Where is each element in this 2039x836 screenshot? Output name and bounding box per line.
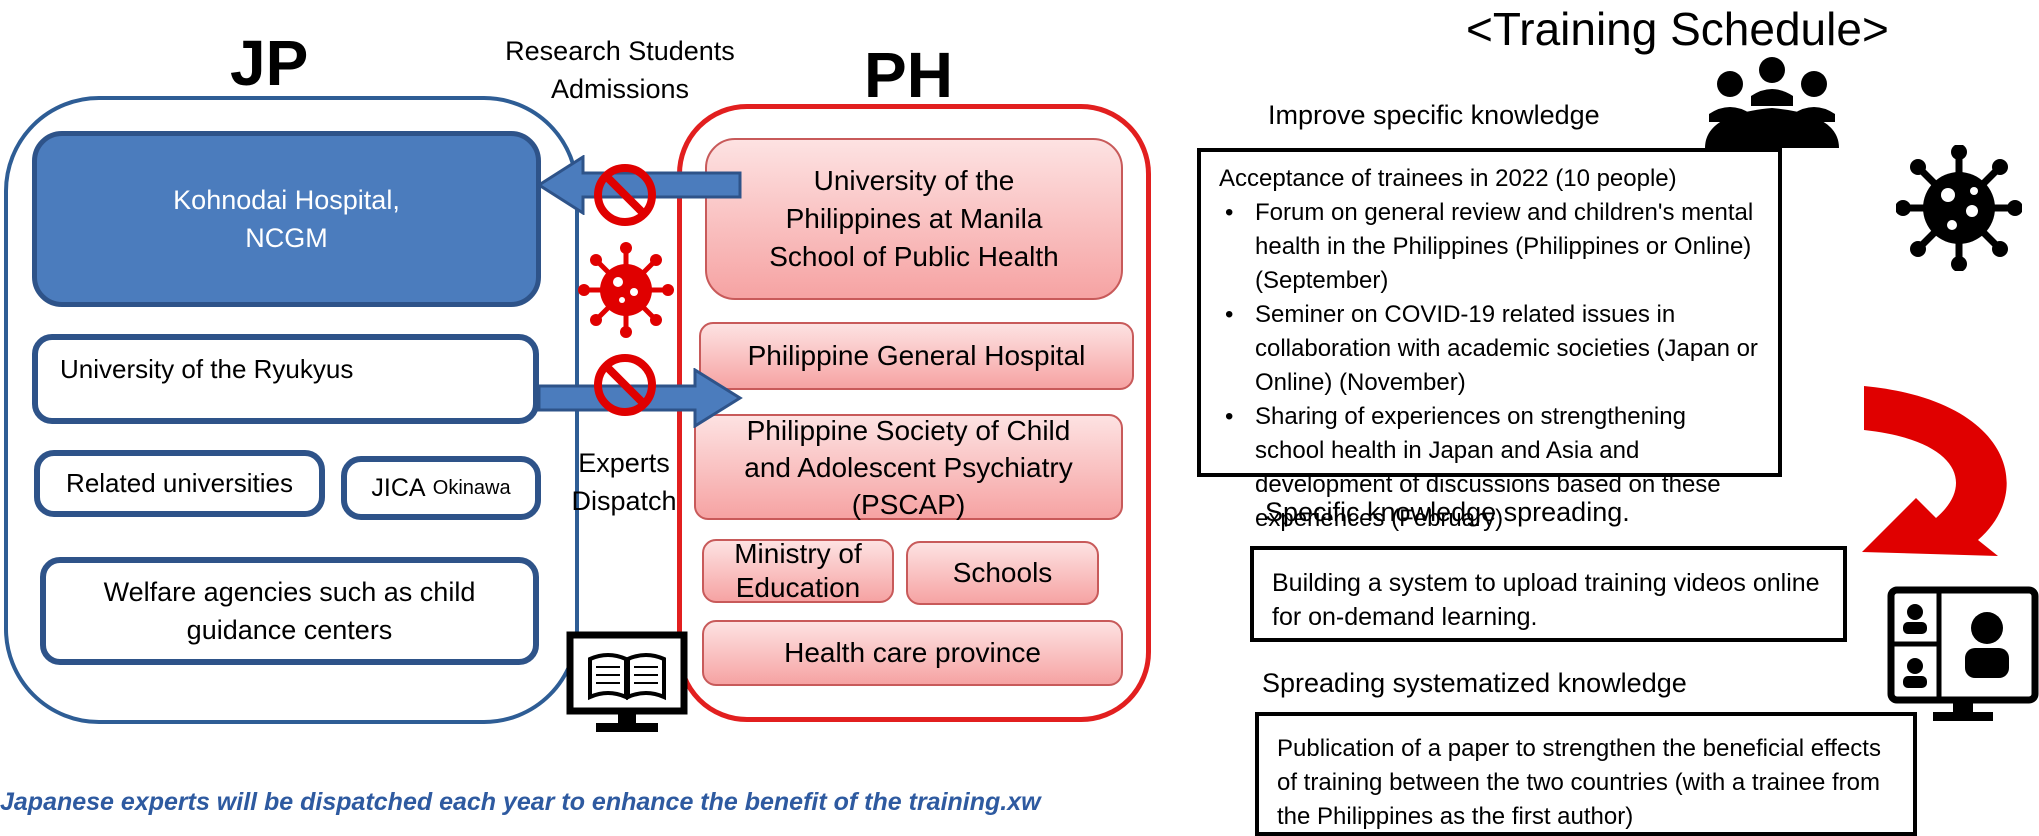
experts-dispatch-label: Experts Dispatch [571, 448, 677, 516]
virus-icon [578, 242, 674, 338]
trainees-box: Acceptance of trainees in 2022 (10 peopl… [1197, 148, 1782, 532]
trainees-list: Forum on general review and children's m… [1219, 196, 1758, 536]
admission-arrow [536, 155, 742, 215]
computer-book-icon [566, 631, 688, 732]
footnote: Japanese experts will be dispatched each… [0, 788, 1041, 816]
publication-text: Publication of a paper to strengthen the… [1277, 735, 1881, 830]
ph-heading: PH [864, 39, 953, 111]
jp-heading: JP [230, 27, 309, 99]
training-schedule-title: <Training Schedule> [1466, 3, 1889, 55]
video-system-text: Building a system to upload training vid… [1272, 569, 1820, 631]
jica-label: JICA [371, 473, 426, 502]
people-group-icon [1705, 57, 1839, 148]
pgh-box: Philippine General Hospital [699, 322, 1134, 390]
section-knowledge-spreading: Specific knowledge spreading. [1265, 497, 1630, 527]
health-care-box: Health care province [702, 620, 1123, 686]
virus-icon [1896, 145, 2022, 271]
curved-arrow-icon [1862, 386, 2007, 556]
publication-box: Publication of a paper to strengthen the… [1255, 712, 1917, 836]
no-entry-icon [594, 164, 656, 226]
related-universities-label: Related universities [66, 468, 293, 498]
ryukyus-label: University of the Ryukyus [60, 354, 354, 384]
welfare-agencies-box: Welfare agencies such as child guidance … [40, 557, 539, 665]
video-system-box: Building a system to upload training vid… [1250, 546, 1847, 642]
list-item: Forum on general review and children's m… [1219, 196, 1758, 298]
trainees-intro: Acceptance of trainees in 2022 (10 peopl… [1219, 165, 1677, 192]
jica-okinawa-box: JICA Okinawa [341, 456, 541, 520]
ph-panel [677, 104, 1151, 722]
section-systematized-knowledge: Spreading systematized knowledge [1262, 668, 1687, 698]
no-entry-icon [594, 354, 656, 416]
section-improve-knowledge: Improve specific knowledge [1268, 100, 1600, 130]
video-conference-icon [1887, 586, 2039, 721]
list-item: Sharing of experiences on strengthening … [1219, 400, 1758, 536]
welfare-agencies-label: Welfare agencies such as child guidance … [103, 577, 476, 645]
related-universities-box: Related universities [34, 450, 325, 517]
pscap-box: Philippine Society of Child and Adolesce… [694, 414, 1123, 520]
ryukyus-box: University of the Ryukyus [32, 334, 539, 424]
up-manila-box: University of the Philippines at Manila … [705, 138, 1123, 300]
research-students-label: Research Students Admissions [505, 36, 735, 104]
list-item: Seminer on COVID-19 related issues in co… [1219, 298, 1758, 400]
jica-okinawa-label: Okinawa [432, 476, 511, 499]
kohnodai-hospital-box: Kohnodai Hospital, NCGM [32, 131, 541, 307]
schools-box: Schools [906, 541, 1099, 605]
ministry-education-box: Ministry of Education [702, 538, 894, 603]
